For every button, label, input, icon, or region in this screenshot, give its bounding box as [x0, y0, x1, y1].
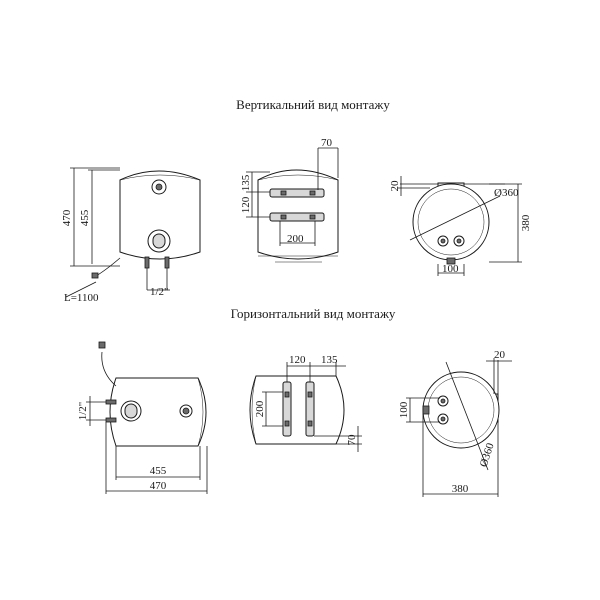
mounting-bracket-left	[282, 381, 292, 437]
dimension-height-total: 470	[61, 209, 73, 226]
heater-body	[119, 170, 201, 260]
label-pipe-size: 1/2"	[150, 286, 169, 298]
heading-horizontal-mounting: Горизонтальний вид монтажу	[231, 306, 396, 321]
dimension-side-offset: 135	[321, 354, 338, 366]
mounting-bracket-right	[305, 381, 315, 437]
dimension-bracket-width: 200	[287, 233, 304, 245]
power-cable-icon	[101, 351, 117, 387]
dimension-bracket-spacing: 120	[240, 196, 252, 213]
dimension-diameter: Ø360	[494, 187, 519, 199]
dimension-length-total: 470	[150, 480, 167, 492]
dimension-wall-gap-horizontal: 20	[494, 349, 506, 361]
inlet-pipe-icon	[164, 256, 170, 269]
vertical-front-view: 470 455 L=1100 1/2"	[61, 167, 201, 304]
outlet-pipe-icon	[105, 399, 117, 405]
tank-outline	[412, 183, 490, 261]
label-cable-length: L=1100	[64, 292, 99, 304]
outlet-pipe-icon	[144, 256, 150, 269]
dimension-length-body: 455	[150, 465, 167, 477]
horizontal-back-view: 120 135 200 70	[249, 354, 362, 452]
dimension-bracket-offset: 70	[321, 137, 333, 149]
dimension-bottom-offset: 70	[346, 434, 358, 446]
heading-vertical-mounting: Вертикальний вид монтажу	[236, 97, 390, 112]
horizontal-side-view: 20 100 Ø360 380	[398, 349, 512, 497]
dimension-pipe-spacing: 100	[442, 263, 459, 275]
tank-outline-side	[422, 371, 500, 449]
dimension-top-offset: 135	[240, 174, 252, 191]
dimension-pipe-spacing-horizontal: 100	[398, 401, 410, 418]
vertical-back-view: 70 135 120 200	[240, 137, 339, 263]
vertical-top-view: 20 Ø360 380 100	[389, 176, 532, 276]
mounting-bracket-upper	[269, 188, 325, 198]
dimension-depth-horizontal: 380	[452, 483, 469, 495]
inlet-pipe-icon	[105, 417, 117, 423]
horizontal-front-view: 1/2" 455 470	[77, 341, 208, 494]
mounting-bracket-lower	[269, 212, 325, 222]
dimension-diameter-horizontal: Ø360	[478, 441, 497, 468]
label-pipe-size-horizontal: 1/2"	[77, 402, 89, 421]
dimension-wall-gap: 20	[389, 180, 401, 192]
dimension-bracket-spacing-horizontal: 120	[289, 354, 306, 366]
dimension-bracket-width-horizontal: 200	[254, 400, 266, 417]
dimension-height-body: 455	[79, 209, 91, 226]
dimension-depth: 380	[520, 214, 532, 231]
power-cable-icon	[95, 257, 121, 277]
